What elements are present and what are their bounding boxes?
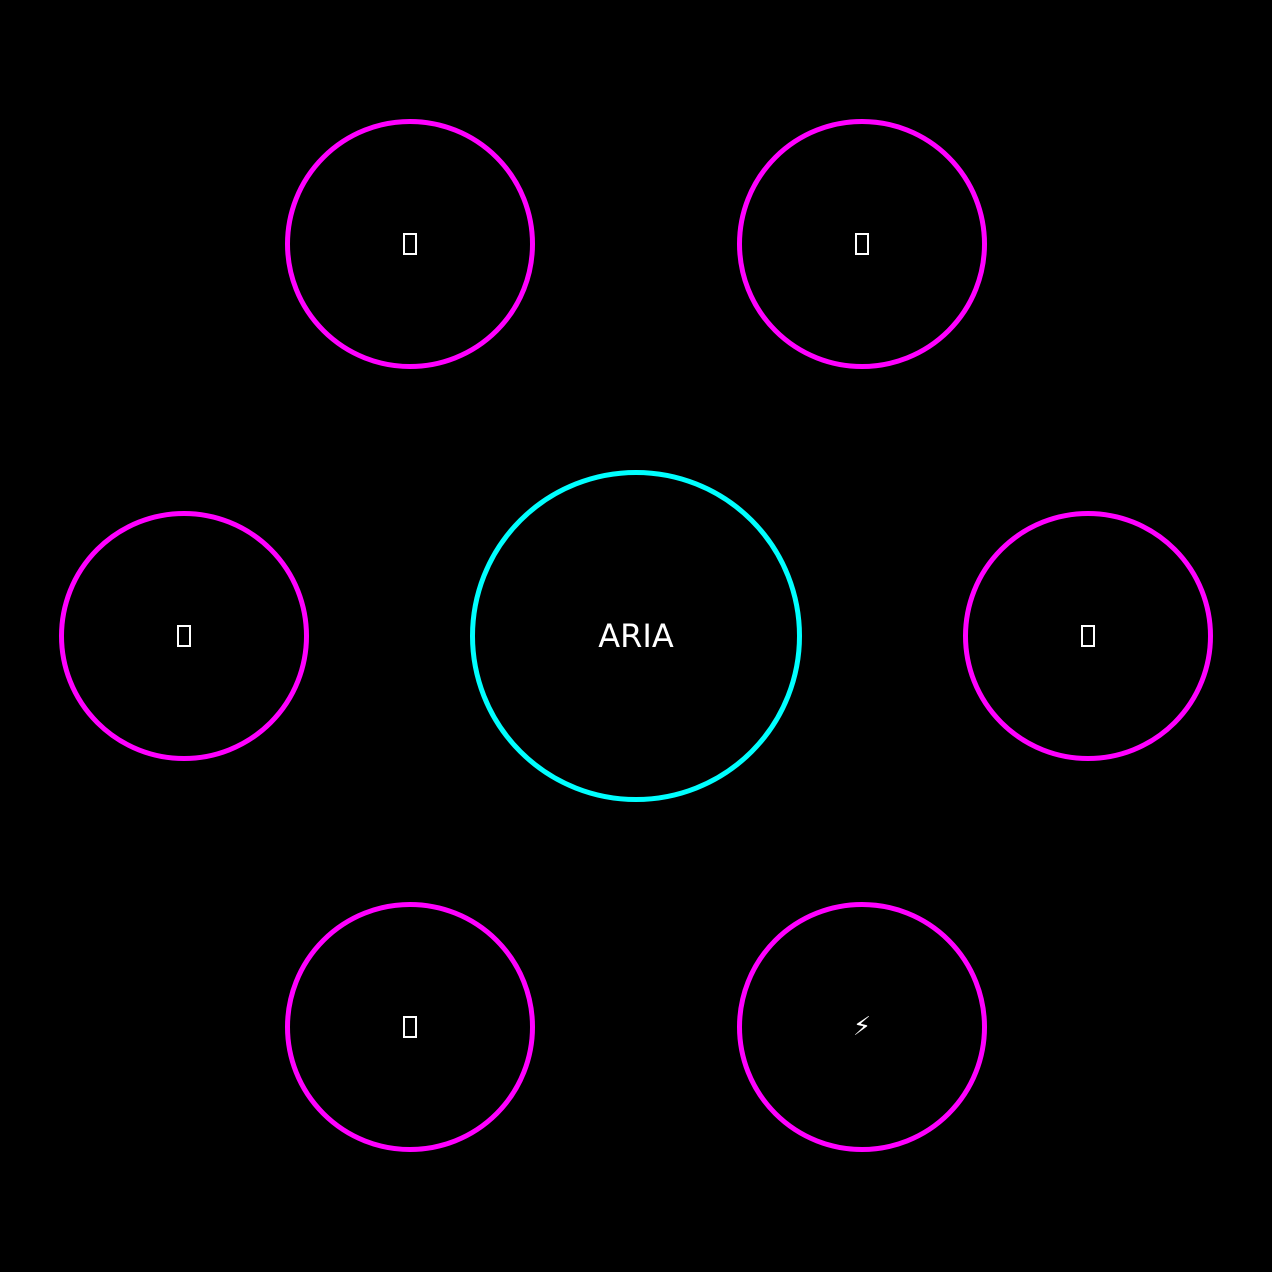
unrendered-glyph-icon	[177, 625, 191, 647]
radial-option-bottom-left[interactable]	[285, 902, 535, 1152]
center-hub-aria[interactable]: ARIA	[470, 470, 802, 802]
unrendered-glyph-icon	[1081, 625, 1095, 647]
radial-option-left[interactable]	[59, 511, 309, 761]
unrendered-glyph-icon	[403, 1016, 417, 1038]
lightning-bolt-icon: ⚡	[852, 1012, 872, 1042]
radial-option-bottom-right[interactable]: ⚡	[737, 902, 987, 1152]
radial-option-top-right[interactable]	[737, 119, 987, 369]
center-hub-label: ARIA	[598, 617, 674, 655]
unrendered-glyph-icon	[855, 233, 869, 255]
unrendered-glyph-icon	[403, 233, 417, 255]
radial-option-top-left[interactable]	[285, 119, 535, 369]
radial-option-right[interactable]	[963, 511, 1213, 761]
